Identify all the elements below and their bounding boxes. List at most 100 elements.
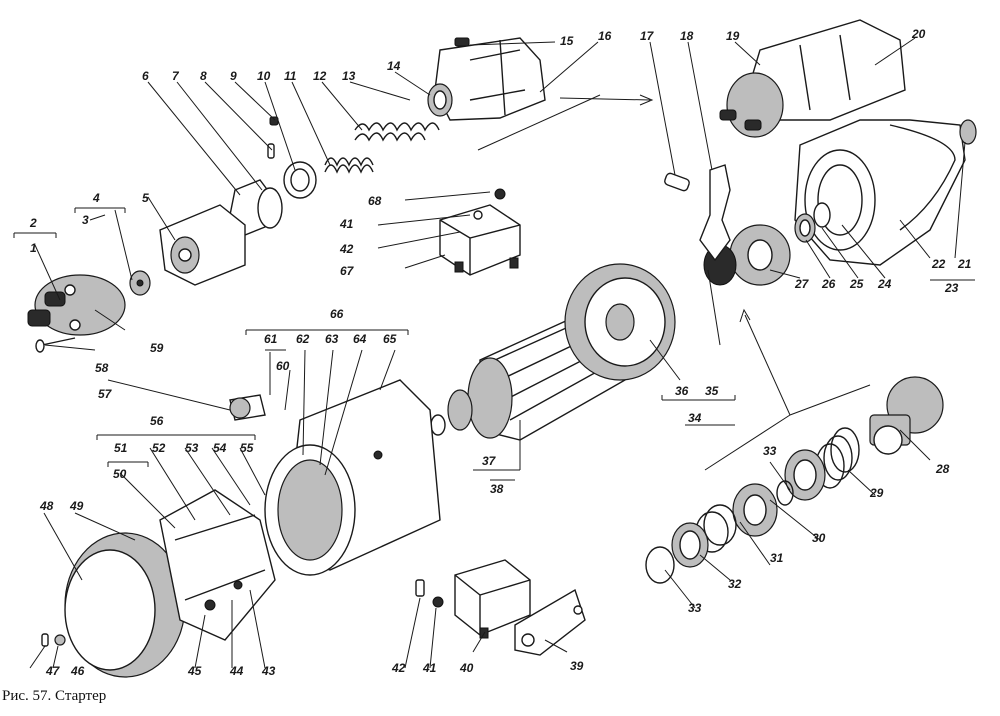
plunger-3-4 <box>129 270 151 296</box>
part-label: 46 <box>70 664 85 678</box>
spring-11 <box>324 157 374 174</box>
part-label: 11 <box>284 69 297 83</box>
part-label: 61 <box>264 332 278 346</box>
part-label: 16 <box>598 29 612 43</box>
part-label: 67 <box>340 264 355 278</box>
drive-end-housing-22-24 <box>794 119 977 266</box>
part-label: 51 <box>114 441 128 455</box>
part-label: 37 <box>482 454 497 468</box>
part-label: 20 <box>911 27 926 41</box>
part-label: 33 <box>688 601 702 615</box>
part-label: 27 <box>794 277 810 291</box>
figure-caption: Рис. 57. Стартер <box>2 688 107 704</box>
part-label: 15 <box>560 34 574 48</box>
part-label: 56 <box>150 414 164 428</box>
part-label: 54 <box>213 441 227 455</box>
part-label: 66 <box>330 307 344 321</box>
part-label: 68 <box>368 194 382 208</box>
bolt-47-46 <box>41 633 66 647</box>
cover-with-terminals-1-2 <box>27 274 126 336</box>
part-label: 36 <box>675 384 689 398</box>
part-label: 28 <box>935 462 950 476</box>
part-label: 64 <box>353 332 367 346</box>
part-label: 42 <box>339 242 354 256</box>
part-labels: 1 2 3 4 5 6 7 8 9 10 11 12 13 14 15 16 1… <box>29 27 972 678</box>
washers-25-26 <box>794 202 831 243</box>
part-label: 13 <box>342 69 356 83</box>
part-label: 35 <box>705 384 719 398</box>
solenoid-plunger-14 <box>427 83 453 117</box>
cover-plate-35-36 <box>564 263 676 381</box>
part-label: 26 <box>821 277 836 291</box>
end-cover-48-49 <box>64 489 276 678</box>
cup-10 <box>283 161 317 199</box>
part-label: 52 <box>152 441 166 455</box>
terminal-58 <box>229 394 266 421</box>
solenoid-assembly-19-20 <box>719 19 906 138</box>
part-label: 1 <box>30 241 37 255</box>
part-label: 50 <box>113 467 127 481</box>
part-label: 18 <box>680 29 694 43</box>
frame-65 <box>264 379 441 576</box>
part-label: 60 <box>276 359 290 373</box>
part-label: 49 <box>69 499 84 513</box>
spring-13-12 <box>354 122 440 142</box>
part-label: 42 <box>391 661 406 675</box>
part-label: 38 <box>490 482 504 496</box>
part-label: 55 <box>240 441 254 455</box>
part-label: 48 <box>39 499 54 513</box>
part-label: 53 <box>185 441 199 455</box>
part-label: 12 <box>313 69 327 83</box>
screw-42-washer-41 <box>415 579 444 608</box>
part-label: 8 <box>200 69 207 83</box>
relay-body-5 <box>159 204 246 286</box>
part-label: 41 <box>339 217 354 231</box>
part-label: 65 <box>383 332 397 346</box>
part-label: 43 <box>261 664 276 678</box>
part-label: 24 <box>877 277 892 291</box>
part-label: 7 <box>172 69 180 83</box>
part-label: 33 <box>763 444 777 458</box>
part-label: 31 <box>770 551 784 565</box>
part-label: 39 <box>570 659 584 673</box>
assembly-arrows <box>477 94 871 471</box>
part-label: 34 <box>688 411 702 425</box>
pinion-28 <box>869 376 944 455</box>
part-label: 44 <box>229 664 244 678</box>
part-label: 30 <box>812 531 826 545</box>
axle-17 <box>664 172 690 192</box>
part-label: 17 <box>640 29 655 43</box>
part-label: 41 <box>422 661 437 675</box>
part-label: 29 <box>869 486 884 500</box>
part-label: 45 <box>187 664 202 678</box>
solenoid-housing-15 <box>434 37 546 121</box>
part-label: 63 <box>325 332 339 346</box>
part-label: 14 <box>387 59 401 73</box>
part-label: 5 <box>142 191 149 205</box>
part-label: 57 <box>98 387 113 401</box>
bracket-39 <box>514 588 586 656</box>
screw-57 <box>35 337 76 353</box>
part-label: 9 <box>230 69 237 83</box>
pin-8-9 <box>267 116 279 159</box>
part-label: 47 <box>45 664 61 678</box>
part-label: 59 <box>150 341 164 355</box>
part-label: 6 <box>142 69 149 83</box>
part-label: 21 <box>957 257 972 271</box>
part-label: 19 <box>726 29 740 43</box>
part-label: 3 <box>82 213 89 227</box>
relay-67 <box>439 188 521 276</box>
part-label: 32 <box>728 577 742 591</box>
part-label: 22 <box>931 257 946 271</box>
part-label: 2 <box>29 216 37 230</box>
leader-lines <box>13 37 975 669</box>
part-label: 40 <box>459 661 474 675</box>
lever-18 <box>699 164 731 262</box>
part-label: 62 <box>296 332 310 346</box>
part-label: 25 <box>849 277 864 291</box>
part-label: 23 <box>944 281 959 295</box>
rings-30-31-32-33 <box>645 449 826 584</box>
part-label: 58 <box>95 361 109 375</box>
